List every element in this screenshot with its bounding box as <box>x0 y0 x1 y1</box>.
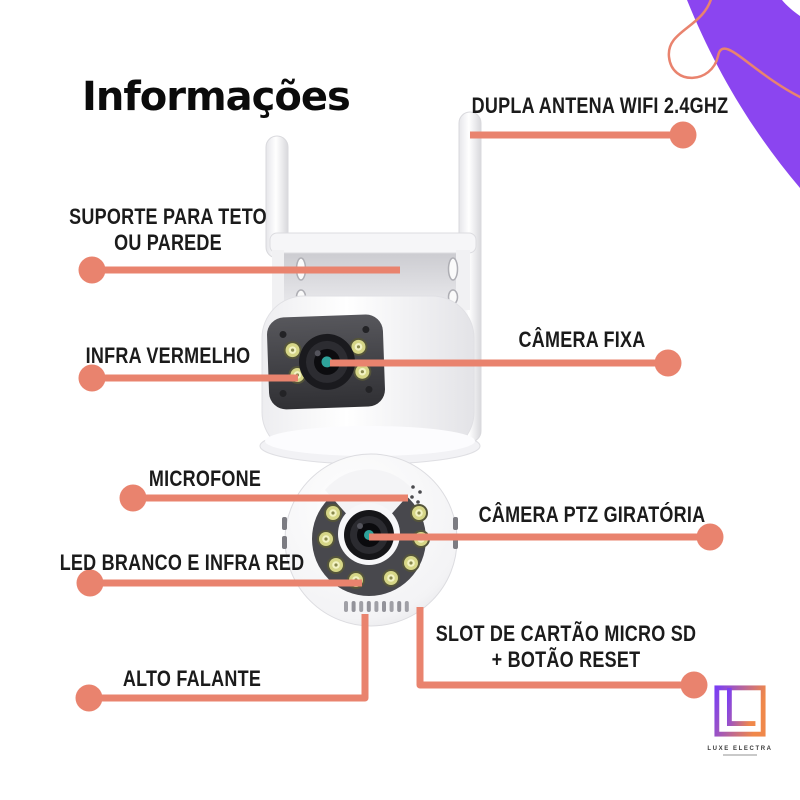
callout-dot-camera-ptz <box>696 523 724 551</box>
fixed-camera-leds <box>283 337 372 384</box>
callout-dot-camera-fixa <box>654 349 682 377</box>
callout-dot-infra-vermelho <box>78 364 106 392</box>
callout-line-slot-cartao <box>416 607 694 689</box>
label-microfone: MICROFONE <box>148 466 262 491</box>
purple-corner-shape <box>687 0 800 188</box>
callout-dot-led-branco <box>76 569 104 597</box>
fixed-camera-unit <box>259 295 481 465</box>
page-title: Informações <box>82 74 351 120</box>
fixed-camera-lens-icon <box>298 333 355 390</box>
label-slot-cartao: SLOT DE CARTÃO MICRO SD + BOTÃO RESET <box>435 621 697 672</box>
callout-lines <box>89 131 710 702</box>
coral-swash-curve <box>667 0 800 99</box>
callout-dot-slot-cartao <box>680 671 708 699</box>
ptz-camera-lens-icon <box>338 503 400 565</box>
brand-logo-monogram-icon <box>714 685 766 737</box>
callout-dots <box>75 121 724 712</box>
fixed-camera-panel <box>267 314 385 410</box>
label-infra-vermelho: INFRA VERMELHO <box>85 343 251 368</box>
label-camera-ptz: CÂMERA PTZ GIRATÓRIA <box>478 502 706 527</box>
microphone-holes-icon <box>410 485 422 504</box>
callout-dot-microfone <box>119 484 147 512</box>
brand-logo-tagline <box>723 754 757 756</box>
label-suporte-teto: SUPORTE PARA TETO OU PAREDE <box>69 204 267 255</box>
brand-logo: LUXE ELECTRA <box>704 684 776 756</box>
callout-dot-dupla-antena <box>669 121 697 149</box>
callout-line-alto-falante <box>89 614 369 702</box>
label-dupla-antena: DUPLA ANTENA WIFI 2.4GHZ <box>471 93 729 118</box>
label-alto-falante: ALTO FALANTE <box>122 666 262 691</box>
speaker-slots-icon <box>344 601 409 612</box>
callout-dot-alto-falante <box>75 684 103 712</box>
camera-illustration <box>259 111 482 627</box>
callout-dot-suporte <box>78 256 106 284</box>
label-camera-fixa: CÂMERA FIXA <box>518 327 646 352</box>
label-led-branco: LED BRANCO E INFRA RED <box>59 550 305 575</box>
corner-decor <box>667 0 800 188</box>
brand-logo-text: LUXE ELECTRA <box>707 746 773 752</box>
